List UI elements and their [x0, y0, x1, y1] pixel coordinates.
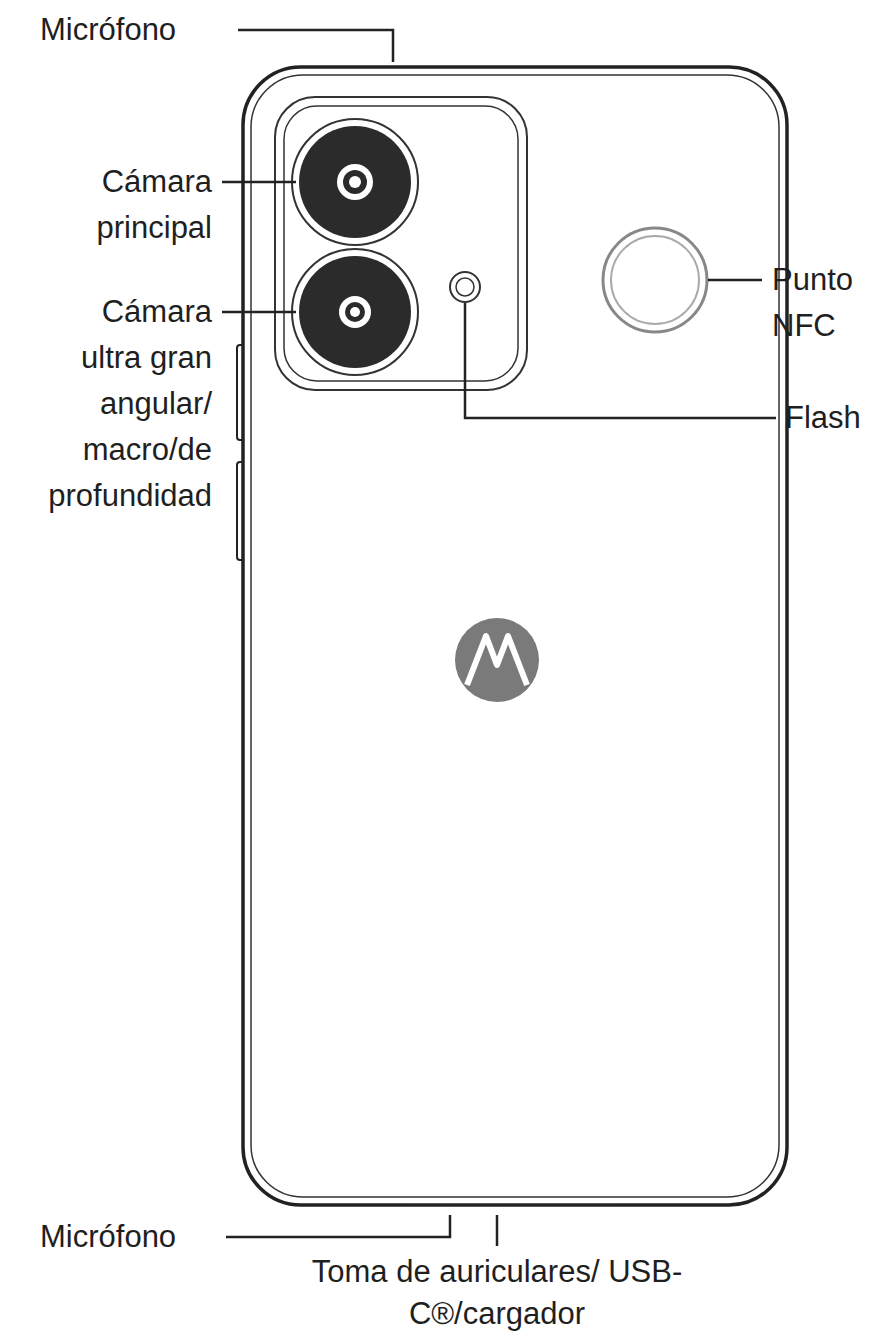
part-label: Cámara principal: [44, 159, 212, 251]
brand-logo: [455, 618, 539, 702]
camera-module: [275, 97, 527, 390]
lens-center: [350, 307, 360, 317]
brand-logo-mark: [467, 636, 527, 685]
lens-center: [339, 296, 371, 328]
camera-lens: [299, 256, 411, 368]
camera-module-inner: [284, 106, 518, 381]
nfc-spot-inner: [611, 236, 699, 324]
lens-center: [343, 170, 367, 194]
leader-line: [238, 30, 393, 62]
lens-center: [337, 164, 373, 200]
part-label: Punto NFC: [772, 257, 884, 349]
flash-inner: [456, 278, 474, 296]
part-label: Flash: [785, 395, 885, 441]
phone-body: [243, 67, 787, 1205]
leader-line: [226, 1215, 450, 1237]
part-label: Micrófono: [40, 7, 235, 53]
leader-line: [708, 279, 762, 282]
lens-center: [345, 302, 365, 322]
part-label: Cámara ultra gran angular/ macro/de prof…: [44, 289, 212, 519]
camera-lens-ring: [292, 119, 418, 245]
leader-line: [465, 303, 776, 418]
leader-line: [222, 311, 296, 314]
part-label: Micrófono: [40, 1214, 225, 1260]
leader-line: [496, 1215, 499, 1246]
nfc-spot: [603, 228, 707, 332]
part-label: Toma de auriculares/ USB-C®/cargador: [297, 1251, 697, 1335]
lens-center: [349, 176, 361, 188]
camera-lens: [299, 126, 411, 238]
camera-lens-ring: [292, 249, 418, 375]
leader-line: [222, 181, 296, 184]
flash: [450, 272, 480, 302]
phone-inner-edge: [251, 75, 779, 1197]
